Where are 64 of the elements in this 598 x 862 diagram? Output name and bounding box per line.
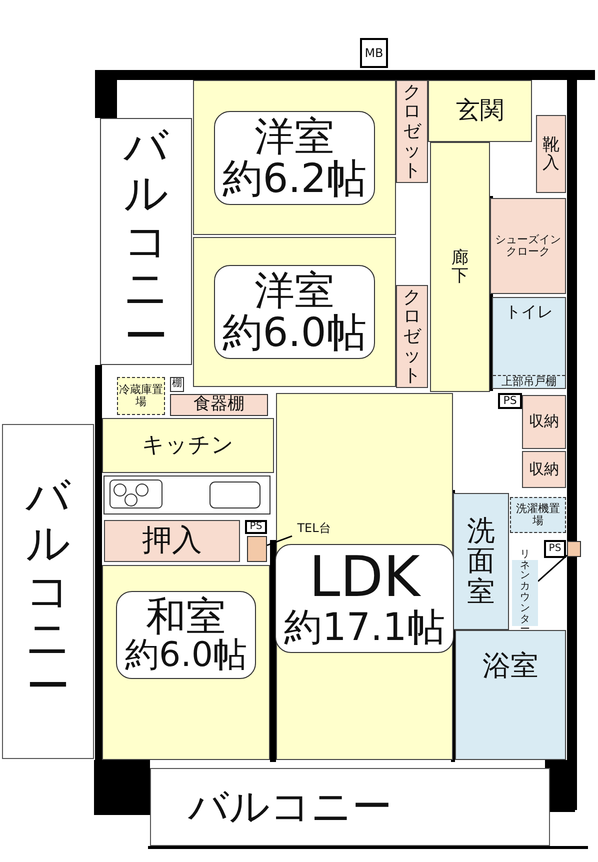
room-name: 和室	[146, 596, 226, 638]
closet-area	[490, 198, 566, 294]
washroom-area	[453, 493, 509, 630]
pipe-space	[498, 393, 522, 409]
room-label: 冷蔵庫置場	[119, 384, 163, 408]
closet-area	[396, 80, 428, 183]
room-label: バルコニー	[24, 472, 72, 710]
room-label: 収納	[529, 414, 559, 430]
balcony-area	[150, 768, 550, 846]
cupboard-area	[170, 394, 268, 416]
room-area	[102, 565, 270, 760]
tel-stand-box	[247, 536, 267, 562]
room-label: 収納	[529, 462, 559, 478]
hallway-area	[430, 142, 490, 392]
room-label: バルコニー	[122, 122, 170, 360]
room-area	[492, 297, 566, 389]
room-label: 洗面室	[466, 516, 496, 607]
room-label: 廊下	[451, 248, 469, 286]
room-label: シューズインクローク	[494, 234, 562, 258]
room-label: 食器棚	[194, 396, 244, 414]
balcony-area	[2, 424, 94, 759]
room-label: クロゼット	[402, 82, 422, 180]
room-label: キッチン	[142, 434, 234, 458]
closet-area	[104, 520, 240, 562]
room-label: 押入	[142, 525, 202, 557]
kitchen-area	[102, 418, 274, 473]
room-label: リネンカウンター	[520, 550, 530, 636]
room-label: トイレ	[505, 304, 553, 321]
room-name: 洋室	[254, 270, 334, 312]
room-size: 約17.1帖	[284, 608, 445, 648]
pipe-space	[544, 540, 566, 558]
room-size: 約6.0帖	[124, 638, 248, 674]
closet-area	[396, 285, 428, 388]
leader-line	[266, 535, 292, 546]
room-name: LDK	[308, 549, 420, 608]
pipe-space	[245, 520, 267, 534]
laundry-spot	[510, 497, 566, 533]
room-label: PS	[548, 544, 562, 554]
room-label: MB	[364, 46, 384, 60]
room-name: 洋室	[254, 116, 334, 158]
room-label: 洗濯機置場	[515, 503, 561, 527]
room-area	[428, 80, 532, 142]
room-size: 約6.2帖	[222, 158, 366, 200]
room-label: PS	[503, 395, 517, 407]
shoe-cabinet-area	[536, 115, 566, 193]
linen-counter-box	[567, 541, 581, 557]
storage-spot	[117, 377, 165, 415]
room-area	[193, 80, 396, 235]
room-size: 約6.0帖	[222, 312, 366, 354]
room-label: 玄関	[456, 98, 504, 124]
storage-area	[522, 451, 566, 488]
balcony-area	[100, 118, 192, 365]
storage-area	[522, 395, 566, 449]
room-label: クロゼット	[402, 288, 422, 386]
room-label: 靴入	[542, 136, 560, 172]
room-label: 浴室	[482, 651, 538, 680]
meter-box	[360, 38, 388, 68]
room-label: バルコニー	[188, 786, 392, 828]
room-area	[455, 630, 566, 760]
room-label: 棚	[172, 379, 182, 390]
room-area	[276, 393, 453, 760]
room-label: 上部吊戸棚	[493, 375, 565, 388]
room-label: PS	[250, 522, 262, 532]
room-area	[193, 237, 396, 387]
